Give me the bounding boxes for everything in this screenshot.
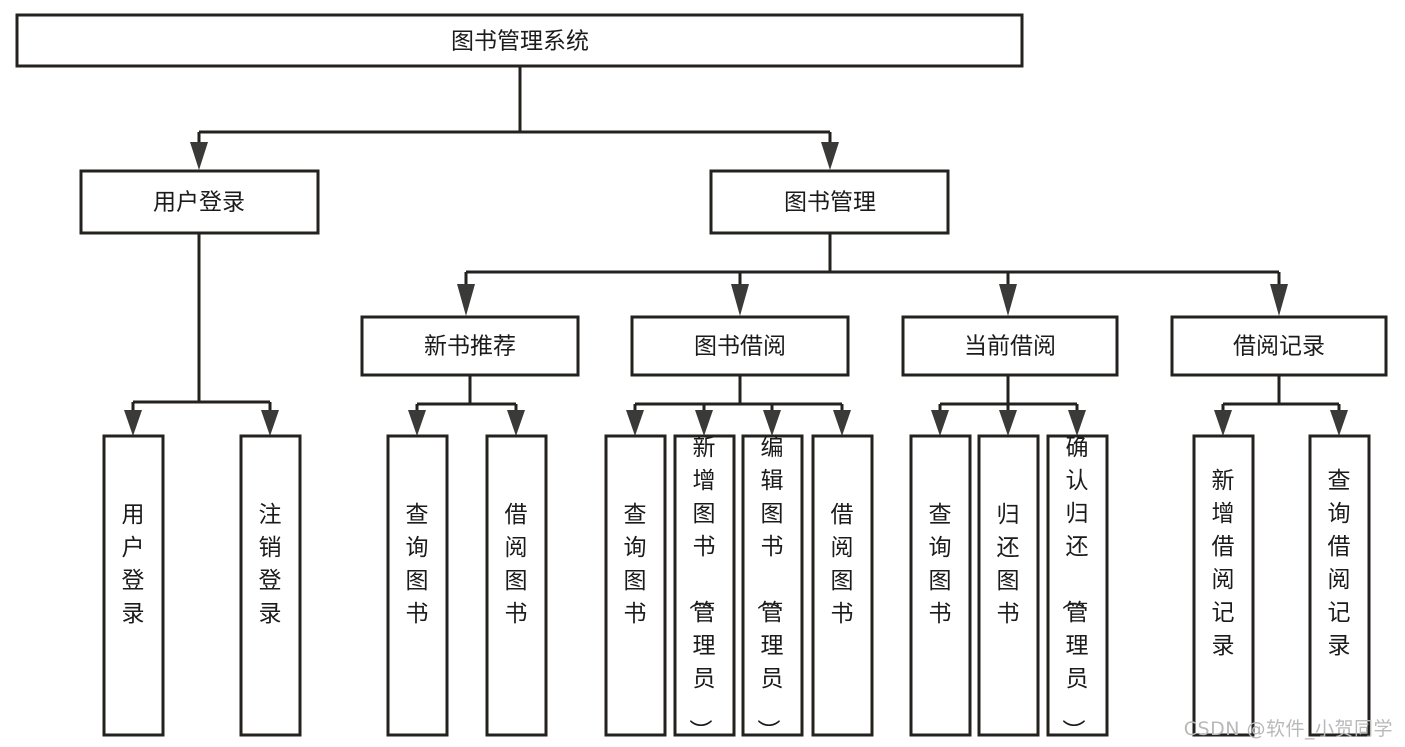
arrow-root-to-userlogin-icon — [190, 142, 208, 170]
arrow-currentborrow-leaf2-icon — [999, 410, 1017, 436]
leaf-newbook-query-box[interactable] — [386, 434, 449, 737]
arrow-to-current-borrow-icon — [999, 284, 1017, 316]
node-book-management-label: 图书管理 — [784, 190, 876, 216]
node-current-borrow[interactable]: 当前借阅 — [901, 315, 1119, 377]
arrow-newbook-leaf2-icon — [507, 410, 525, 436]
leaf-borrow-add-box[interactable] — [673, 434, 736, 737]
leaf-node[interactable]: 注销登录 — [239, 434, 302, 737]
leaf-borrow-query-box[interactable] — [604, 434, 667, 737]
leaf-current-confirm-label: 确认归还（管理员） — [1060, 435, 1089, 742]
arrow-bookborrow-leaf3-icon — [763, 410, 781, 436]
leaf-current-return-label: 归还图书 — [997, 502, 1020, 627]
leaf-records-add-box[interactable] — [1192, 434, 1255, 737]
leaf-user-login-label: 用户登录 — [122, 502, 145, 627]
arrow-currentborrow-leaf3-icon — [1068, 410, 1086, 436]
node-user-login-label: 用户登录 — [153, 190, 245, 216]
node-new-book-recommend-box[interactable] — [360, 315, 580, 377]
arrow-records-leaf1-icon — [1214, 410, 1232, 436]
leaf-newbook-query-label: 查询图书 — [406, 502, 429, 627]
leaf-node[interactable]: 确认归还（管理员） — [1046, 434, 1109, 742]
leaf-records-query-box[interactable] — [1308, 434, 1371, 737]
leaf-borrow-do-box[interactable] — [811, 434, 874, 737]
node-root-box[interactable] — [15, 13, 1024, 68]
arrow-userlogin-leaf2-icon — [261, 410, 279, 436]
leaf-current-return-box[interactable] — [977, 434, 1040, 737]
leaf-borrow-query-label: 查询图书 — [624, 502, 647, 627]
leaf-current-query-box[interactable] — [909, 434, 972, 737]
leaf-borrow-add-label: 新增图书（管理员） — [687, 435, 716, 742]
arrow-currentborrow-leaf1-icon — [931, 410, 949, 436]
node-current-borrow-box[interactable] — [901, 315, 1119, 377]
leaf-node[interactable]: 归还图书 — [977, 434, 1040, 737]
node-user-login[interactable]: 用户登录 — [79, 169, 320, 235]
leaf-records-query-label: 查询借阅记录 — [1328, 468, 1351, 659]
arrow-bookborrow-leaf2-icon — [695, 410, 713, 436]
node-borrow-records[interactable]: 借阅记录 — [1170, 315, 1388, 377]
leaf-borrow-do-label: 借阅图书 — [831, 502, 854, 627]
leaf-logout-box[interactable] — [239, 434, 302, 737]
node-new-book-recommend-label: 新书推荐 — [424, 334, 516, 360]
node-book-borrow-box[interactable] — [630, 315, 850, 377]
leaf-current-confirm-box[interactable] — [1046, 434, 1109, 737]
leaf-node[interactable]: 用户登录 — [102, 434, 165, 737]
arrow-root-to-bookmgmt-icon — [821, 142, 839, 170]
node-root[interactable]: 图书管理系统 — [15, 13, 1024, 68]
node-borrow-records-label: 借阅记录 — [1233, 334, 1325, 360]
node-book-management[interactable]: 图书管理 — [709, 169, 950, 235]
arrow-to-borrow-records-icon — [1270, 284, 1288, 316]
leaf-node[interactable]: 新增借阅记录 — [1192, 434, 1255, 737]
node-current-borrow-label: 当前借阅 — [964, 334, 1056, 360]
leaf-records-add-label: 新增借阅记录 — [1212, 468, 1235, 659]
node-book-borrow-label: 图书借阅 — [694, 334, 786, 360]
leaf-logout-label: 注销登录 — [259, 502, 282, 627]
arrow-userlogin-leaf1-icon — [124, 410, 142, 436]
leaf-borrow-edit-box[interactable] — [741, 434, 804, 737]
leaf-user-login-box[interactable] — [102, 434, 165, 737]
node-book-management-box[interactable] — [709, 169, 950, 235]
arrow-bookborrow-leaf1-icon — [626, 410, 644, 436]
leaf-newbook-borrow-label: 借阅图书 — [505, 502, 528, 627]
leaf-node[interactable]: 编辑图书（管理员） — [741, 434, 804, 742]
leaf-newbook-borrow-box[interactable] — [485, 434, 548, 737]
leaf-node[interactable]: 查询图书 — [909, 434, 972, 737]
arrow-records-leaf2-icon — [1330, 410, 1348, 436]
leaf-node[interactable]: 新增图书（管理员） — [673, 434, 736, 742]
leaf-node[interactable]: 查询图书 — [604, 434, 667, 737]
arrow-bookborrow-leaf4-icon — [833, 410, 851, 436]
watermark: CSDN @软件_小贺同学 — [1183, 718, 1393, 740]
leaf-node[interactable]: 借阅图书 — [485, 434, 548, 737]
leaf-borrow-edit-label: 编辑图书（管理员） — [755, 435, 784, 742]
node-user-login-box[interactable] — [79, 169, 320, 235]
node-book-borrow[interactable]: 图书借阅 — [630, 315, 850, 377]
leaf-current-query-label: 查询图书 — [929, 502, 952, 627]
arrow-to-new-book-icon — [457, 284, 475, 316]
arrow-to-book-borrow-icon — [731, 284, 749, 316]
leaf-node[interactable]: 借阅图书 — [811, 434, 874, 737]
leaf-node[interactable]: 查询借阅记录 — [1308, 434, 1371, 737]
arrow-newbook-leaf1-icon — [408, 410, 426, 436]
node-new-book-recommend[interactable]: 新书推荐 — [360, 315, 580, 377]
connector-layer — [124, 66, 1348, 436]
node-root-label: 图书管理系统 — [451, 29, 589, 55]
node-borrow-records-box[interactable] — [1170, 315, 1388, 377]
leaf-node[interactable]: 查询图书 — [386, 434, 449, 737]
